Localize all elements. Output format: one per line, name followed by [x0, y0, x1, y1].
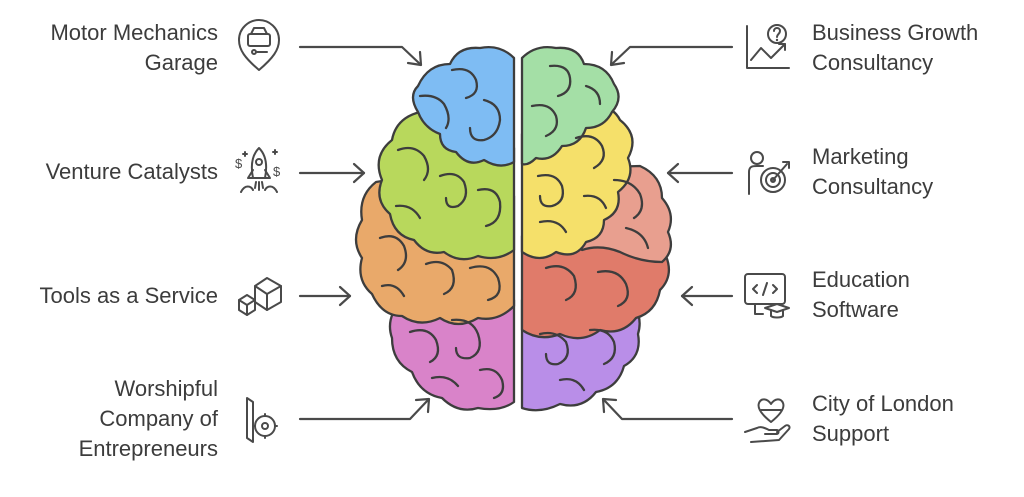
arrow-worshipful-company — [298, 397, 431, 421]
label-marketing-consultancy: Marketing Consultancy — [812, 144, 934, 199]
label-education-software: Education Software — [812, 267, 910, 322]
brain-left-hemisphere — [354, 45, 516, 411]
label-motor-mechanics-garage: Motor Mechanics Garage — [50, 20, 218, 75]
code-graduation-icon — [744, 273, 790, 319]
label-city-of-london-support: City of London Support — [812, 391, 954, 446]
brain-lobe-pink — [388, 298, 516, 411]
connector-arrows — [298, 45, 734, 421]
pen-gear-icon — [246, 397, 278, 443]
rocket-money-icon: $ $ — [235, 147, 281, 193]
label-worshipful-company: Worshipful Company of Entrepreneurs — [78, 376, 218, 461]
boxes-icon — [238, 277, 282, 316]
arrow-city-london — [601, 397, 734, 421]
person-target-icon — [748, 151, 790, 195]
label-venture-catalysts: Venture Catalysts — [45, 159, 218, 184]
arrow-venture-catalysts — [298, 162, 366, 184]
arrow-motor-mechanics — [298, 45, 423, 67]
arrow-tools-service — [298, 285, 352, 307]
label-tools-as-a-service: Tools as a Service — [39, 283, 218, 308]
hand-heart-icon — [744, 398, 791, 443]
svg-text:$: $ — [235, 156, 243, 171]
arrow-business-growth — [609, 45, 734, 67]
label-business-growth-consultancy: Business Growth Consultancy — [812, 20, 979, 75]
arrow-education — [680, 285, 734, 307]
car-location-pin-icon — [238, 19, 280, 71]
brain-right-hemisphere — [520, 45, 673, 412]
svg-text:$: $ — [273, 164, 281, 179]
brain-lobe-blue — [411, 45, 516, 167]
growth-chart-question-icon — [746, 24, 790, 69]
arrow-marketing — [666, 162, 734, 184]
